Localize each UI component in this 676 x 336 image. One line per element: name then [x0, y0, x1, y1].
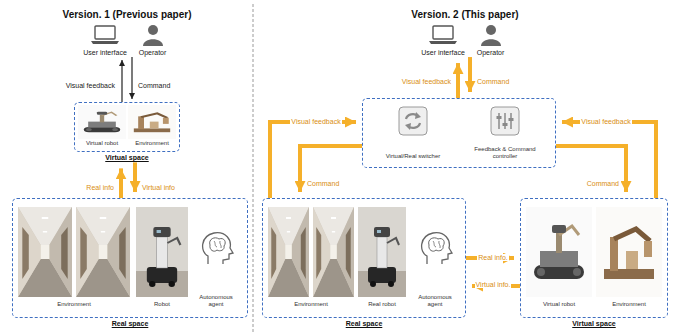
edge-label: Command [586, 180, 620, 187]
virtual-environment-image: Environment [128, 105, 176, 149]
edge-label: Real info. [477, 254, 509, 261]
operator-label: Operator [468, 49, 513, 57]
flow-arrow [456, 63, 460, 98]
edge-label-box: Real info [85, 176, 115, 194]
flow-arrow [468, 57, 472, 92]
image-caption: Robot [136, 301, 188, 308]
icon-column: User interface [418, 22, 468, 57]
image-caption: Environment [268, 301, 354, 308]
agent-icon: Autonomous agent [190, 206, 242, 310]
icon-column: User interface [80, 22, 130, 57]
image-caption: Environment [596, 301, 662, 308]
virtual-environment-image: Environment [596, 206, 662, 310]
flow-arrow [556, 146, 626, 192]
flow-arrow [270, 122, 356, 198]
edge-label: Command [306, 180, 340, 187]
operator-station: User interfaceOperator [418, 22, 513, 57]
image-caption: Virtual robot [526, 301, 592, 308]
interface-label: User interface [418, 49, 468, 57]
real-space-box: Real space Environment RobotAutonomous age… [12, 198, 248, 328]
edge-label: Visual feedback [580, 118, 631, 125]
edge-label: Visual feedback [65, 82, 116, 89]
edge-label-box: Command [476, 70, 510, 88]
interface-label: User interface [80, 49, 130, 57]
operator-station: User interfaceOperator [80, 22, 175, 57]
image-caption: Autonomous agent [410, 294, 460, 308]
edge-label-box: Command [586, 172, 620, 190]
image-caption: Feedback & Command controller [462, 146, 548, 160]
version-title: Version. 2 (This paper) [411, 9, 518, 20]
space-heading: Virtual space [520, 320, 668, 328]
flow-arrow [121, 60, 122, 102]
flow-arrow [131, 57, 132, 99]
edge-label-box: Visual feedback [401, 70, 452, 88]
edge-label: Virtual info. [475, 281, 512, 288]
virtual-robot-image: Virtual robot [526, 206, 592, 310]
icon-column: Operator [468, 22, 513, 57]
flow-arrow [300, 146, 362, 192]
edge-label-box: Real info. [477, 246, 509, 264]
image-caption: Real robot [358, 301, 406, 308]
edge-label-box: Command [306, 172, 340, 190]
space-heading: Real space [262, 320, 466, 328]
edge-label-box: Visual feedback [290, 110, 341, 128]
robot-photo: Robot [136, 206, 188, 310]
edge-label-box: Visual feedback [65, 74, 116, 92]
agent-icon: Autonomous agent [410, 206, 460, 310]
image-caption: Autonomous agent [190, 294, 242, 308]
real-space-box: Real space Environment Real robot Autonomou… [262, 198, 466, 328]
dashed-region [520, 198, 668, 318]
edge-label-box: Virtual info. [475, 273, 512, 291]
edge-label-box: Command [137, 74, 171, 92]
virtual-space-box: Virtual space Virtual robotEnvironment [74, 102, 180, 162]
virtual-robot-image: Virtual robot [78, 105, 126, 149]
edge-label: Virtual info [141, 184, 176, 191]
operator-label: Operator [130, 49, 175, 57]
edge-label-box: Virtual info [141, 176, 176, 194]
title-box: Version. 2 (This paper) [411, 4, 518, 22]
image-caption: Environment [128, 140, 176, 147]
flow-arrow [133, 162, 137, 192]
image-caption: Virtual robot [78, 140, 126, 147]
switcher-icon: Virtual/Real switcher [370, 104, 456, 162]
version-title: Version. 1 (Previous paper) [63, 9, 192, 20]
environment-photo: Environment [18, 206, 130, 310]
virtual-space-box: Virtual space Virtual robot Environment [520, 198, 668, 328]
edge-label: Visual feedback [290, 118, 341, 125]
flow-arrow [119, 168, 123, 198]
space-heading: Virtual space [74, 154, 180, 162]
space-heading: Real space [12, 320, 248, 328]
edge-label: Command [137, 82, 171, 89]
title-box: Version. 1 (Previous paper) [63, 4, 192, 22]
edge-label: Command [476, 78, 510, 85]
edge-label: Real info [85, 184, 115, 191]
icon-column: Operator [130, 22, 175, 57]
flow-arrow [562, 122, 656, 198]
image-caption: Virtual/Real switcher [370, 153, 456, 160]
environment-photo: Environment [268, 206, 354, 310]
edge-label: Visual feedback [401, 78, 452, 85]
image-caption: Environment [18, 301, 130, 308]
robot-photo: Real robot [358, 206, 406, 310]
controller-icon: Feedback & Command controller [462, 104, 548, 162]
controller-box: Virtual/Real switcher Feedback & Command … [362, 98, 556, 168]
edge-label-box: Visual feedback [580, 110, 631, 128]
